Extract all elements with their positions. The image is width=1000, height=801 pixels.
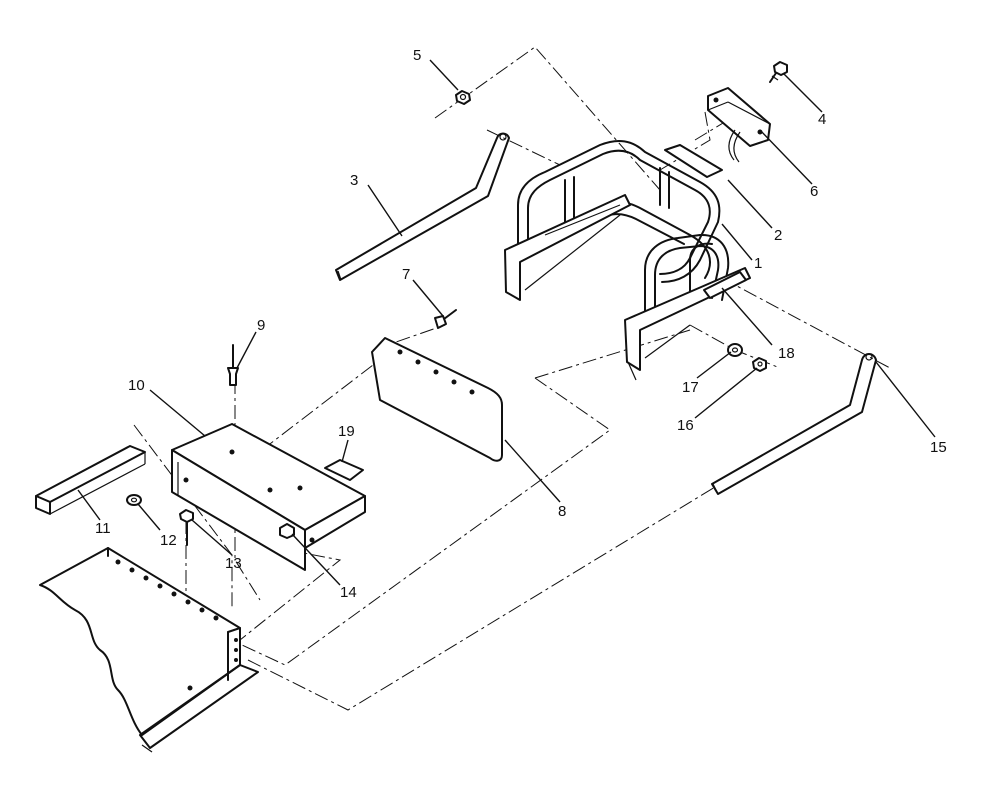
mounting-bracket-part-10: [171, 423, 366, 571]
callout-9: 9: [257, 317, 265, 334]
square-tube-part-11: [35, 445, 146, 515]
callout-19: 19: [338, 423, 355, 440]
bolt-part-7: [434, 309, 457, 329]
decal-part-2: [664, 144, 723, 178]
rack-frame-part-1: [504, 139, 751, 381]
tow-bar-part-3: [335, 132, 510, 281]
callout-15: 15: [930, 439, 947, 456]
mower-deck-section: [39, 547, 259, 753]
pin-part-9: [227, 344, 239, 386]
bolt-part-14: [279, 523, 295, 539]
washer-part-12: [126, 494, 142, 506]
nut-part-5: [455, 90, 471, 105]
callout-3: 3: [350, 172, 358, 189]
washer-part-17: [727, 343, 743, 357]
callouts: 1 2 3 4 5 6 7 8 9 10 11 12 13 14 15 16 1…: [95, 47, 947, 601]
callout-7: 7: [402, 266, 410, 283]
reflector-part-18: [703, 271, 747, 299]
callout-14: 14: [340, 584, 357, 601]
tow-bar-part-15: [711, 353, 877, 495]
callout-8: 8: [558, 503, 566, 520]
leader-lines: [77, 59, 936, 586]
callout-4: 4: [818, 111, 826, 128]
light-plate-part-6: [707, 87, 771, 163]
label-part-19: [324, 459, 364, 481]
callout-18: 18: [778, 345, 795, 362]
callout-17: 17: [682, 379, 699, 396]
callout-13: 13: [225, 555, 242, 572]
callout-5: 5: [413, 47, 421, 64]
bolt-part-13: [179, 509, 194, 546]
callout-11: 11: [95, 520, 111, 537]
callout-16: 16: [677, 417, 694, 434]
callout-6: 6: [810, 183, 818, 200]
callout-2: 2: [774, 227, 782, 244]
side-plate-part-8: [371, 337, 503, 462]
callout-12: 12: [160, 532, 177, 549]
callout-10: 10: [128, 377, 145, 394]
bolt-part-4: [769, 61, 788, 83]
callout-1: 1: [754, 255, 762, 272]
